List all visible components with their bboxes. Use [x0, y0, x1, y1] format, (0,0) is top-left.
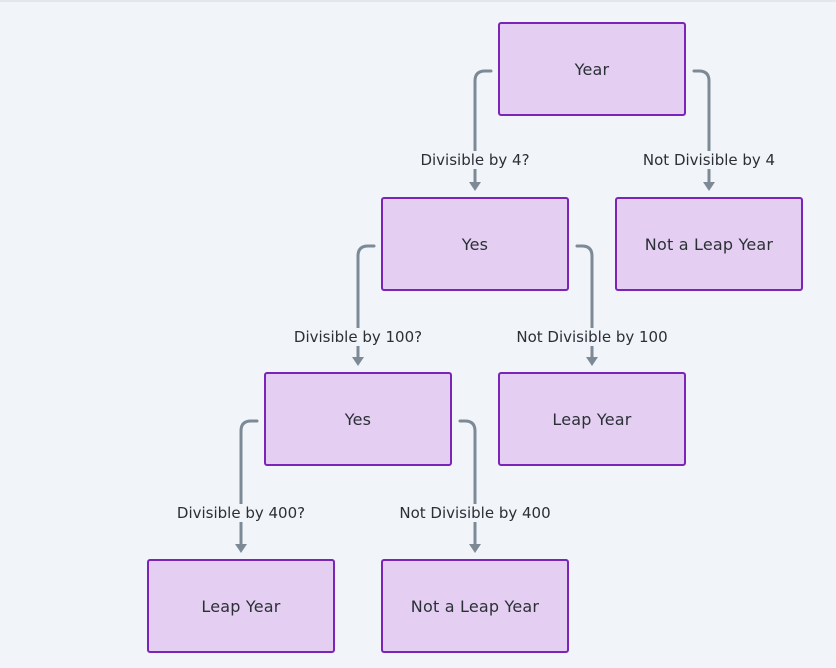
edge-divisible-by-4 — [473, 69, 493, 184]
arrow-head-not-divisible-by-100 — [586, 357, 598, 366]
arrow-head-divisible-by-400 — [235, 544, 247, 553]
node-not-leap-year-bottom-label: Not a Leap Year — [410, 596, 540, 616]
edge-not-divisible-by-100 — [575, 244, 594, 359]
edge-label-divisible-by-100: Divisible by 100? — [291, 328, 425, 346]
edge-label-not-divisible-by-4: Not Divisible by 4 — [640, 151, 778, 169]
node-leap-year-middle[interactable]: Leap Year — [498, 372, 686, 466]
node-not-leap-year-top-label: Not a Leap Year — [644, 234, 774, 254]
node-leap-year-bottom-label: Leap Year — [201, 596, 281, 616]
edge-not-divisible-by-4 — [692, 69, 711, 184]
edge-divisible-by-400 — [239, 419, 259, 546]
node-divisible-by-4-yes-label: Yes — [461, 234, 489, 254]
node-leap-year-bottom[interactable]: Leap Year — [147, 559, 335, 653]
arrow-head-divisible-by-4 — [469, 182, 481, 191]
node-not-leap-year-top[interactable]: Not a Leap Year — [615, 197, 803, 291]
arrow-head-not-divisible-by-400 — [469, 544, 481, 553]
arrow-head-not-divisible-by-4 — [703, 182, 715, 191]
edge-label-divisible-by-4: Divisible by 4? — [418, 151, 532, 169]
node-divisible-by-100-yes[interactable]: Yes — [264, 372, 452, 466]
node-leap-year-middle-label: Leap Year — [552, 409, 632, 429]
arrow-head-divisible-by-100 — [352, 357, 364, 366]
node-divisible-by-4-yes[interactable]: Yes — [381, 197, 569, 291]
edge-label-not-divisible-by-400: Not Divisible by 400 — [397, 504, 553, 522]
edge-divisible-by-100 — [356, 244, 376, 359]
edge-label-not-divisible-by-100: Not Divisible by 100 — [514, 328, 670, 346]
node-divisible-by-100-yes-label: Yes — [344, 409, 372, 429]
edge-not-divisible-by-400 — [458, 419, 477, 546]
edge-label-divisible-by-400: Divisible by 400? — [174, 504, 308, 522]
node-year[interactable]: Year — [498, 22, 686, 116]
node-year-label: Year — [574, 59, 610, 79]
node-not-leap-year-bottom[interactable]: Not a Leap Year — [381, 559, 569, 653]
